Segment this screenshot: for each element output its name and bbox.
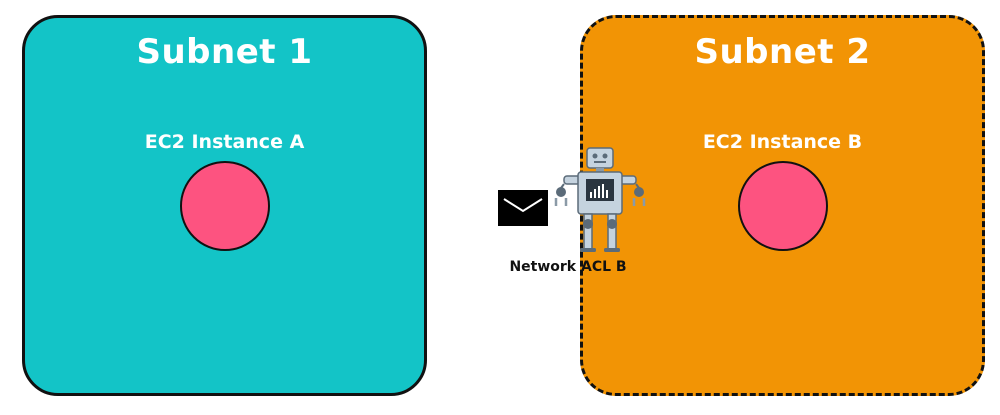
envelope-icon — [498, 190, 548, 226]
ec2-instance-b-node — [738, 161, 828, 251]
subnet-1-box: Subnet 1 EC2 Instance A — [22, 15, 427, 396]
ec2-instance-a-label: EC2 Instance A — [144, 131, 305, 153]
ec2-instance-b-label: EC2 Instance B — [702, 131, 863, 153]
subnet-1-title: Subnet 1 — [136, 32, 313, 72]
subnet-2-box: Subnet 2 EC2 Instance B — [580, 15, 985, 396]
subnet-2-title: Subnet 2 — [694, 32, 871, 72]
robot-icon — [554, 147, 646, 252]
network-acl-label: Network ACL B — [509, 259, 627, 275]
ec2-instance-a-node — [180, 161, 270, 251]
